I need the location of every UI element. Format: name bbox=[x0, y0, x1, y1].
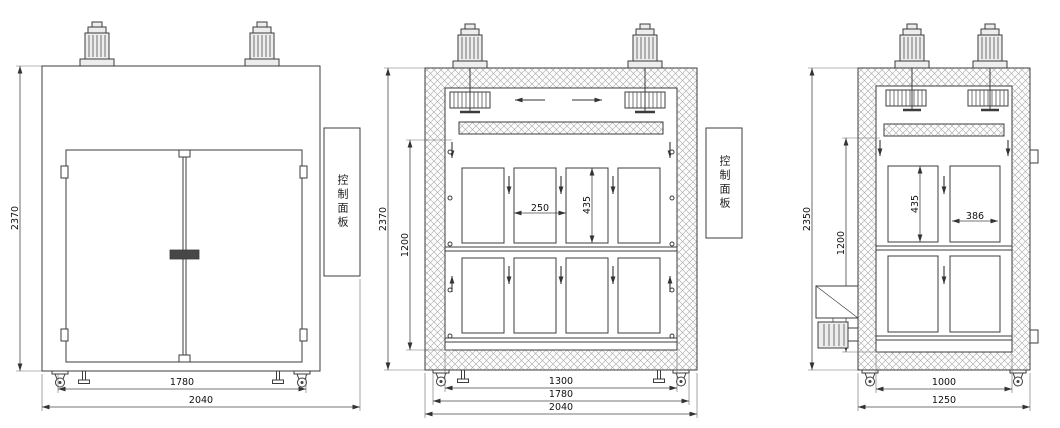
bolt bbox=[669, 287, 675, 293]
blower-assembly bbox=[815, 285, 859, 349]
dim-front-inner-width-label: 1780 bbox=[170, 377, 194, 388]
dim-front-height-label: 2370 bbox=[10, 206, 21, 230]
tray bbox=[949, 165, 1001, 243]
bolt bbox=[447, 241, 453, 247]
hinge bbox=[60, 165, 69, 179]
caster-icon bbox=[432, 369, 450, 387]
dim-side-height-label: 2350 bbox=[802, 207, 813, 231]
bolt bbox=[669, 333, 675, 339]
motor-icon bbox=[894, 23, 930, 69]
door-rod-bracket bbox=[178, 149, 191, 158]
dim-front-overall-width-label: 2040 bbox=[189, 395, 213, 406]
hinge bbox=[60, 328, 69, 342]
control-panel bbox=[705, 127, 743, 239]
heater-plate bbox=[883, 123, 1005, 137]
bolt bbox=[669, 195, 675, 201]
dim-chamber-height-label: 1200 bbox=[400, 233, 411, 257]
door-rod-bracket bbox=[178, 354, 191, 363]
leveling-foot-icon bbox=[457, 369, 469, 383]
dim-chamber-depth-label: 1000 bbox=[932, 377, 956, 388]
dim-chamber-width-label: 1300 bbox=[549, 376, 573, 387]
dim-side-chamber-height-label: 1200 bbox=[836, 231, 847, 255]
vent-grille bbox=[967, 89, 1009, 107]
hinge bbox=[1029, 329, 1039, 344]
bolt bbox=[447, 149, 453, 155]
dim-side-tray-height-label: 435 bbox=[910, 195, 921, 213]
dim-tray-height-label: 435 bbox=[582, 196, 593, 214]
dim-overall-depth-label: 1250 bbox=[932, 395, 956, 406]
tray bbox=[949, 255, 1001, 333]
motor-icon bbox=[627, 23, 663, 69]
tray bbox=[617, 257, 661, 334]
caster-icon bbox=[861, 369, 879, 387]
caster-icon bbox=[672, 369, 690, 387]
bolt bbox=[447, 333, 453, 339]
tray bbox=[887, 255, 939, 333]
motor-icon bbox=[452, 23, 488, 69]
dim-section-overall-width-label: 2040 bbox=[549, 402, 573, 413]
tray bbox=[461, 257, 505, 334]
dim-shelf-width-label: 386 bbox=[966, 211, 984, 222]
bolt bbox=[447, 195, 453, 201]
leveling-foot-icon bbox=[653, 369, 665, 383]
tray bbox=[617, 167, 661, 244]
motor-icon bbox=[972, 23, 1008, 69]
bolt bbox=[669, 149, 675, 155]
tray bbox=[565, 257, 609, 334]
motor-icon bbox=[79, 21, 115, 67]
caster-icon bbox=[1009, 369, 1027, 387]
leveling-foot-icon bbox=[272, 370, 284, 384]
side-section-view: 435 386 1200 2350 1000 bbox=[802, 23, 1039, 411]
front-view: 2370 1780 2040 bbox=[10, 21, 361, 411]
heater-plate bbox=[458, 121, 664, 135]
hinge bbox=[299, 328, 308, 342]
insulated-wall bbox=[858, 68, 1030, 370]
front-section-view: 250 435 1200 2370 1300 1780 2040 bbox=[378, 23, 743, 418]
tray bbox=[461, 167, 505, 244]
vent-grille bbox=[885, 89, 927, 107]
door-handle bbox=[169, 249, 200, 260]
hinge bbox=[1029, 149, 1039, 164]
bolt bbox=[447, 287, 453, 293]
dim-tray-pitch-label: 250 bbox=[531, 203, 549, 214]
dim-section-height-label: 2370 bbox=[378, 207, 389, 231]
leveling-foot-icon bbox=[78, 370, 90, 384]
caster-icon bbox=[293, 370, 311, 388]
motor-icon bbox=[244, 21, 280, 67]
control-panel bbox=[323, 127, 361, 277]
caster-icon bbox=[51, 370, 69, 388]
hinge bbox=[299, 165, 308, 179]
dim-body-width-label: 1780 bbox=[549, 389, 573, 400]
bolt bbox=[669, 241, 675, 247]
tray bbox=[513, 257, 557, 334]
